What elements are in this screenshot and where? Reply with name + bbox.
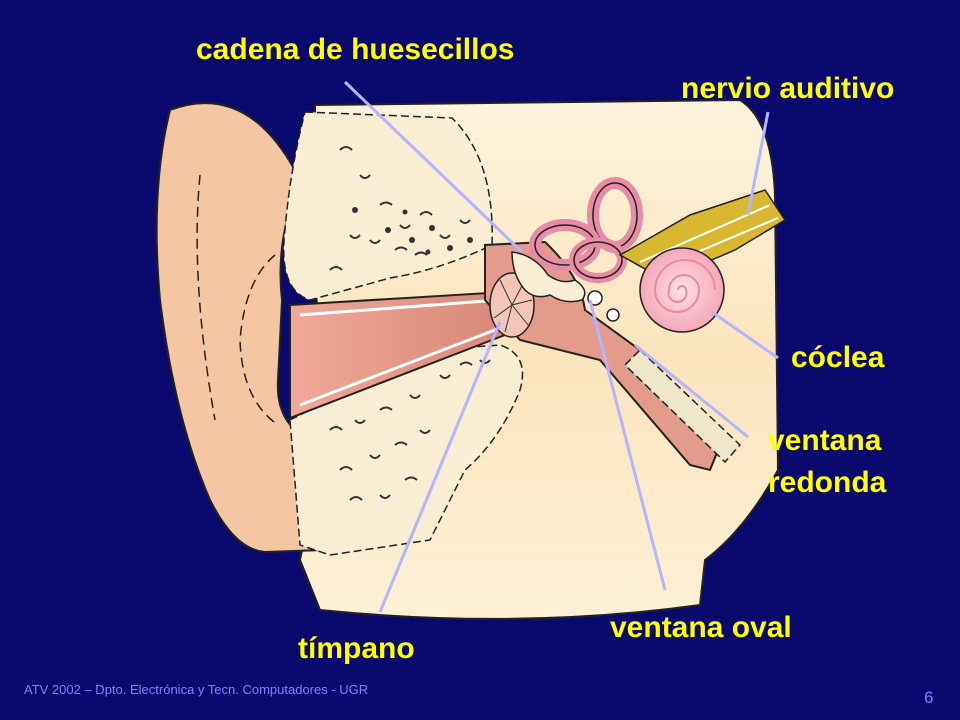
label-cochlea: cóclea	[791, 341, 885, 374]
lower-bone-texture	[329, 359, 491, 501]
cochlea-shape	[639, 247, 725, 333]
upper-bone-mass	[283, 111, 493, 301]
pinna-helix	[239, 254, 279, 426]
label-round-window-line1: ventana	[768, 424, 882, 457]
pinna-fold	[196, 174, 216, 421]
semicircular-canals	[529, 177, 643, 283]
ossicles-chain	[511, 251, 586, 303]
eustachian-tube	[623, 348, 742, 464]
leader-line-oval-window	[588, 299, 667, 591]
label-auditory-nerve: nervio auditivo	[681, 72, 895, 105]
leader-line-cochlea	[711, 310, 779, 360]
leader-line-auditory-nerve	[746, 111, 770, 216]
eardrum-radial-lines	[493, 279, 533, 333]
lower-bone-mass	[289, 344, 524, 556]
upper-bone-spots	[352, 207, 473, 255]
label-eardrum: tímpano	[298, 632, 415, 665]
label-oval-window: ventana oval	[610, 611, 792, 644]
ear-canal-inner-wall	[299, 298, 501, 407]
round-window-membrane	[606, 308, 620, 322]
footer-credit: ATV 2002 – Dpto. Electrónica y Tecn. Com…	[24, 682, 369, 697]
leader-line-eardrum	[378, 321, 502, 613]
label-round-window-line2: redonda	[768, 466, 887, 499]
leader-line-round-window	[634, 343, 749, 439]
leader-lines	[343, 80, 779, 613]
page-number: 6	[924, 688, 934, 707]
leader-line-ossicles	[343, 80, 524, 254]
label-ossicles: cadena de huesecillos	[196, 33, 515, 66]
upper-bone-texture	[329, 146, 471, 271]
cochlea-spiral	[653, 259, 716, 313]
